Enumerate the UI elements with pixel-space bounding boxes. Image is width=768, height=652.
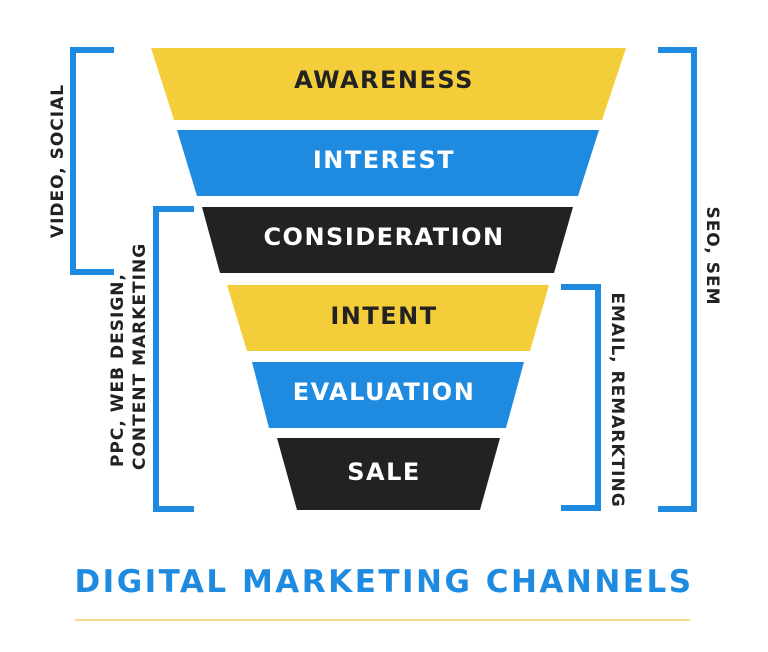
bracket-ppc	[153, 206, 194, 512]
stage-intent-shape	[227, 285, 549, 351]
stage-consideration-label: CONSIDERATION	[263, 223, 505, 251]
stage-intent-label: INTENT	[330, 302, 438, 330]
stage-sale-shape	[277, 438, 500, 510]
stage-evaluation-shape	[252, 362, 524, 428]
stage-interest-label: INTEREST	[312, 146, 456, 174]
channel-email: EMAIL, REMARKTING	[607, 292, 627, 508]
title-underline	[75, 619, 690, 621]
channel-ppc-web-content: PPC, WEB DESIGN, CONTENT MARKETING	[107, 242, 151, 470]
stage-evaluation-label: EVALUATION	[292, 378, 476, 406]
diagram-title: DIGITAL MARKETING CHANNELS	[74, 564, 694, 600]
channel-ppc-line2: CONTENT MARKETING	[130, 242, 150, 470]
channel-seo: SEO, SEM	[702, 206, 722, 306]
stage-consideration-shape	[202, 207, 573, 273]
bracket-video-social	[70, 47, 114, 275]
stage-sale-label: SALE	[347, 458, 421, 486]
stage-awareness-label: AWARENESS	[294, 66, 474, 94]
stage-interest-shape	[177, 130, 599, 196]
bracket-seo	[658, 47, 697, 512]
stage-awareness-shape	[151, 48, 626, 120]
channel-ppc-line1: PPC, WEB DESIGN,	[108, 273, 128, 467]
bracket-email	[561, 284, 601, 511]
channel-video-social: VIDEO, SOCIAL	[48, 83, 68, 239]
